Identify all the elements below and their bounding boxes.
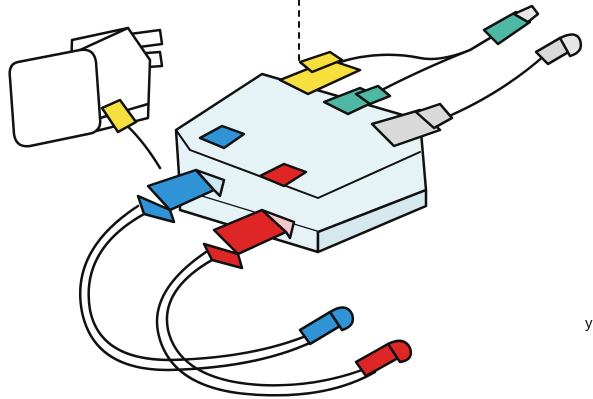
blue-end-plug-icon [298,306,355,346]
power-adapter-icon [8,26,164,170]
usb-plug-teal [322,84,392,116]
usb-plug-yellow [278,50,362,96]
audio-jack-icon [534,33,583,66]
cable-group-top [338,33,547,122]
usb-plug-red [202,208,296,270]
usb-hub-icon [174,72,428,254]
usb-c-plug-icon [482,4,540,46]
red-end-plug-icon [354,339,413,378]
cable-loops [78,204,377,397]
edge-text: y [585,315,593,332]
usb-plug-gray [370,102,454,148]
usb-plug-blue [136,168,226,224]
